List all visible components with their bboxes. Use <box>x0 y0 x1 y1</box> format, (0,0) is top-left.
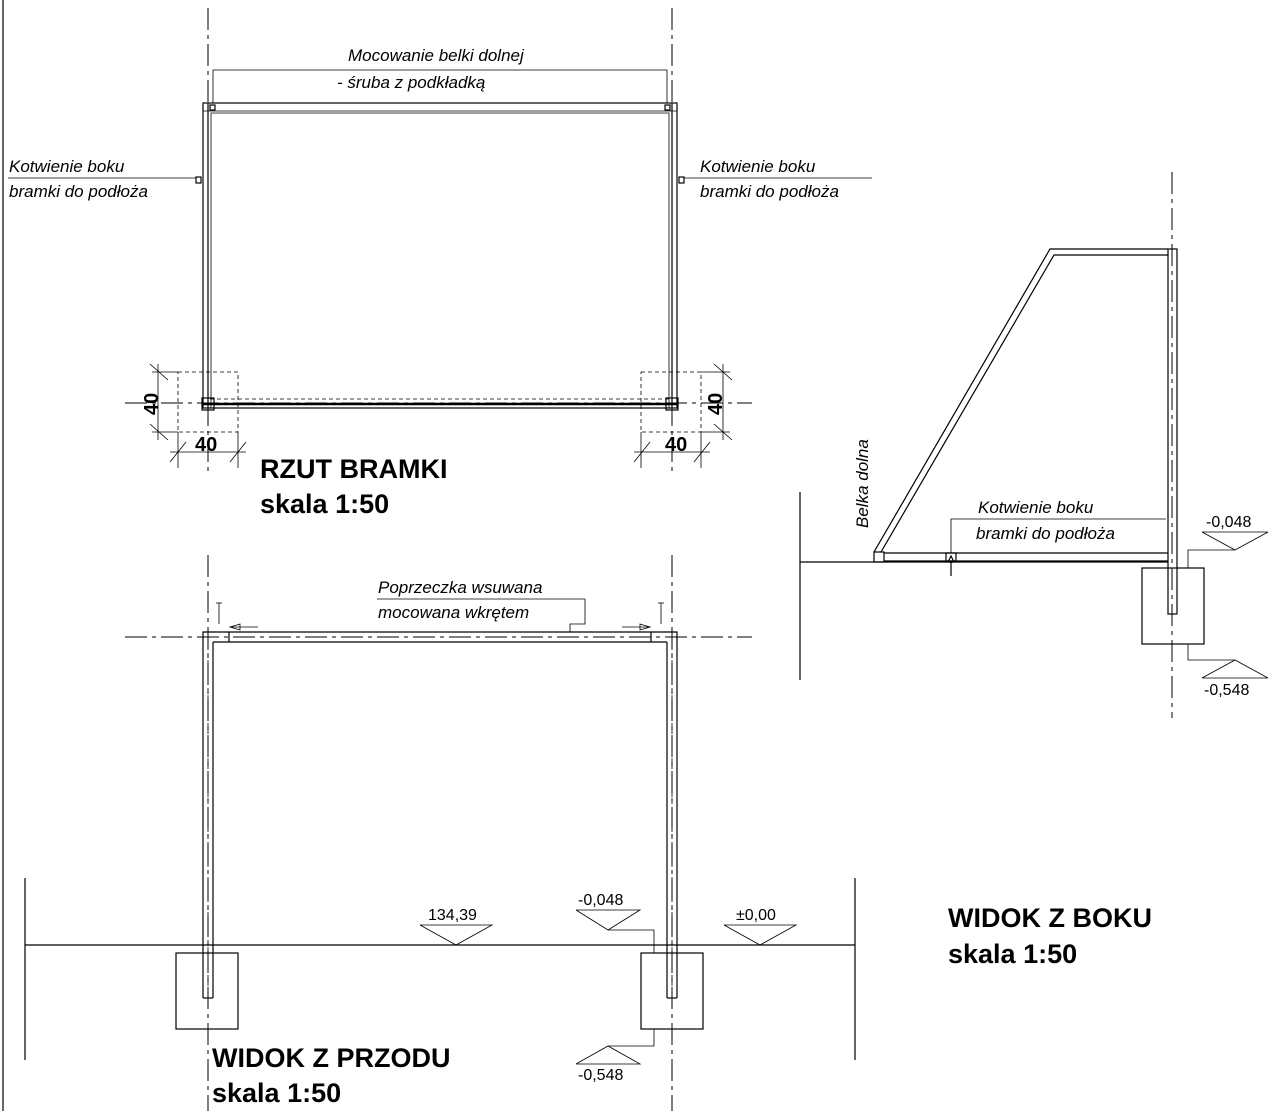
front-frame <box>202 631 678 998</box>
side-post <box>1167 248 1178 615</box>
plan-note-anchor-left-line2: bramki do podłoża <box>9 182 148 201</box>
front-note-crossbar-line1: Poprzeczka wsuwana <box>378 578 542 597</box>
plan-dim-left-vertical: 40 <box>141 393 163 415</box>
front-view: Poprzeczka wsuwana mocowana wkrętem 134,… <box>24 555 856 1111</box>
plan-note-anchor-right-line1: Kotwienie boku <box>700 157 816 176</box>
side-level-bottom: -0,548 <box>1187 644 1269 699</box>
side-bottom-beam-end <box>873 551 885 563</box>
plan-footing-right <box>665 397 679 411</box>
side-level-top: -0,048 <box>1187 514 1269 568</box>
plan-scale: skala 1:50 <box>260 489 389 519</box>
plan-note-anchor-left-line1: Kotwienie boku <box>9 157 125 176</box>
plan-title: RZUT BRAMKI <box>260 454 447 484</box>
side-scale: skala 1:50 <box>948 939 1077 969</box>
front-scale: skala 1:50 <box>212 1078 341 1108</box>
plan-note-anchor-right-line2: bramki do podłoża <box>700 182 839 201</box>
front-level-zero: ±0,00 <box>723 907 798 946</box>
front-note-crossbar-line2: mocowana wkrętem <box>378 603 529 622</box>
plan-note-bottom-beam-line2: - śruba z podkładką <box>337 73 485 92</box>
front-level-bottom-footing: -0,548 <box>575 1029 655 1084</box>
side-note-anchor-line2: bramki do podłoża <box>976 524 1115 543</box>
front-footing-right <box>640 952 704 1030</box>
side-view: Kotwienie boku bramki do podłoża Belka d… <box>799 172 1269 969</box>
plan-note-bottom-beam-line1: Mocowanie belki dolnej <box>348 46 525 65</box>
plan-footing-left <box>201 397 215 411</box>
plan-view: Mocowanie belki dolnej - śruba z podkład… <box>8 8 872 519</box>
plan-dim-right-vertical: 40 <box>705 393 727 415</box>
plan-dim-bottom-right: 40 <box>665 434 687 456</box>
front-footing-left <box>175 952 239 1030</box>
side-note-anchor-line1: Kotwienie boku <box>978 498 1094 517</box>
svg-text:134,39: 134,39 <box>428 907 477 924</box>
svg-text:-0,048: -0,048 <box>578 892 623 909</box>
svg-text:-0,548: -0,548 <box>1204 682 1249 699</box>
front-level-ground: 134,39 <box>419 907 494 946</box>
plan-dim-bottom-left: 40 <box>195 434 217 456</box>
svg-text:-0,048: -0,048 <box>1206 514 1251 531</box>
side-label-bottom-beam: Belka dolna <box>853 439 872 528</box>
side-title: WIDOK Z BOKU <box>948 903 1152 933</box>
side-footing <box>1141 567 1205 645</box>
side-strut <box>873 248 1168 553</box>
front-title: WIDOK Z PRZODU <box>212 1043 450 1073</box>
plan-frame-outer <box>202 102 678 409</box>
front-level-top-footing: -0,048 <box>575 892 655 953</box>
svg-text:±0,00: ±0,00 <box>736 907 776 924</box>
svg-text:-0,548: -0,548 <box>578 1067 623 1084</box>
